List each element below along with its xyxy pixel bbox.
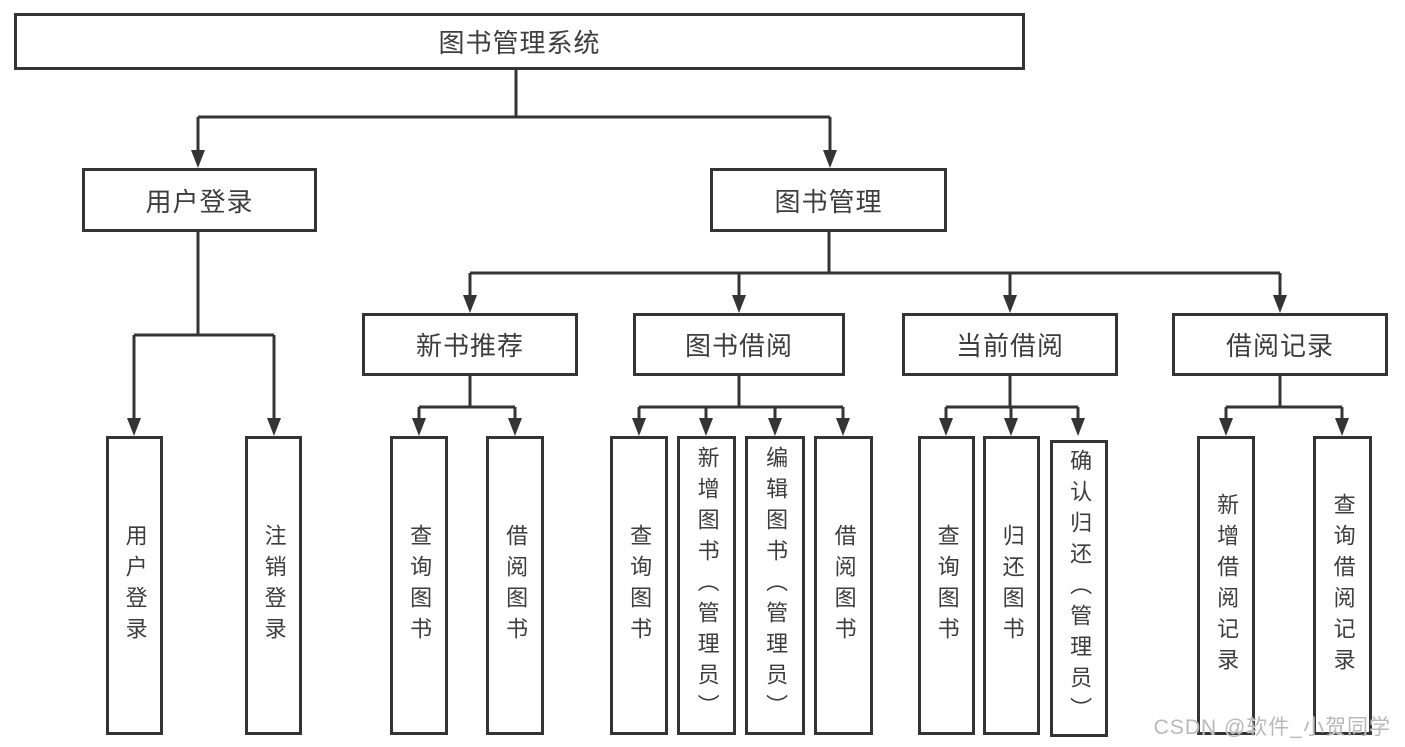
node-book-borrow-label: 图书借阅 <box>684 331 793 361</box>
leaf-borrow-query-books-label: 查询图书 <box>627 523 653 648</box>
leaf-current-return-books: 归还图书 <box>983 436 1040 735</box>
node-new-book-recommend-label: 新书推荐 <box>415 331 524 361</box>
leaf-logout: 注销登录 <box>245 436 302 735</box>
leaf-records-add-record-label: 新增借阅记录 <box>1214 492 1240 679</box>
leaf-borrow-borrow-books-label: 借阅图书 <box>831 523 857 648</box>
leaf-recommend-query-books: 查询图书 <box>390 436 448 735</box>
leaf-user-login-label: 用户登录 <box>122 523 148 648</box>
watermark: CSDN @软件_小贺同学 <box>1153 716 1391 739</box>
node-book-borrow: 图书借阅 <box>633 313 845 376</box>
leaf-recommend-query-books-label: 查询图书 <box>407 523 433 648</box>
node-user-login: 用户登录 <box>82 168 317 232</box>
node-user-login-label: 用户登录 <box>145 186 254 217</box>
leaf-logout-label: 注销登录 <box>261 523 287 648</box>
leaf-borrow-query-books: 查询图书 <box>610 436 668 735</box>
node-book-management: 图书管理 <box>710 168 947 232</box>
leaf-borrow-add-books-admin-label: 新增图书（管理员） <box>694 446 720 725</box>
node-borrow-records: 借阅记录 <box>1172 313 1388 376</box>
leaf-records-query-record: 查询借阅记录 <box>1313 436 1372 735</box>
leaf-current-confirm-return-admin: 确认归还（管理员） <box>1050 440 1108 737</box>
node-root-system-label: 图书管理系统 <box>438 28 601 58</box>
leaf-current-return-books-label: 归还图书 <box>999 523 1025 648</box>
leaf-user-login: 用户登录 <box>106 436 163 735</box>
leaf-current-query-books: 查询图书 <box>918 436 975 735</box>
leaf-records-query-record-label: 查询借阅记录 <box>1330 492 1356 679</box>
node-book-management-label: 图书管理 <box>774 186 883 217</box>
leaf-recommend-borrow-books-label: 借阅图书 <box>503 523 529 648</box>
node-root-system: 图书管理系统 <box>14 13 1025 70</box>
leaf-current-confirm-return-admin-label: 确认归还（管理员） <box>1067 449 1093 728</box>
node-current-borrow: 当前借阅 <box>902 313 1118 376</box>
leaf-borrow-add-books-admin: 新增图书（管理员） <box>677 436 736 735</box>
node-new-book-recommend: 新书推荐 <box>362 313 578 376</box>
leaf-current-query-books-label: 查询图书 <box>934 523 960 648</box>
leaf-records-add-record: 新增借阅记录 <box>1197 436 1255 735</box>
leaf-borrow-edit-books-admin-label: 编辑图书（管理员） <box>763 446 789 725</box>
arrowheads <box>127 150 1349 436</box>
leaf-borrow-edit-books-admin: 编辑图书（管理员） <box>745 436 805 735</box>
leaf-recommend-borrow-books: 借阅图书 <box>486 436 544 735</box>
node-current-borrow-label: 当前借阅 <box>955 331 1064 361</box>
leaf-borrow-borrow-books: 借阅图书 <box>814 436 873 735</box>
node-borrow-records-label: 借阅记录 <box>1225 331 1334 361</box>
